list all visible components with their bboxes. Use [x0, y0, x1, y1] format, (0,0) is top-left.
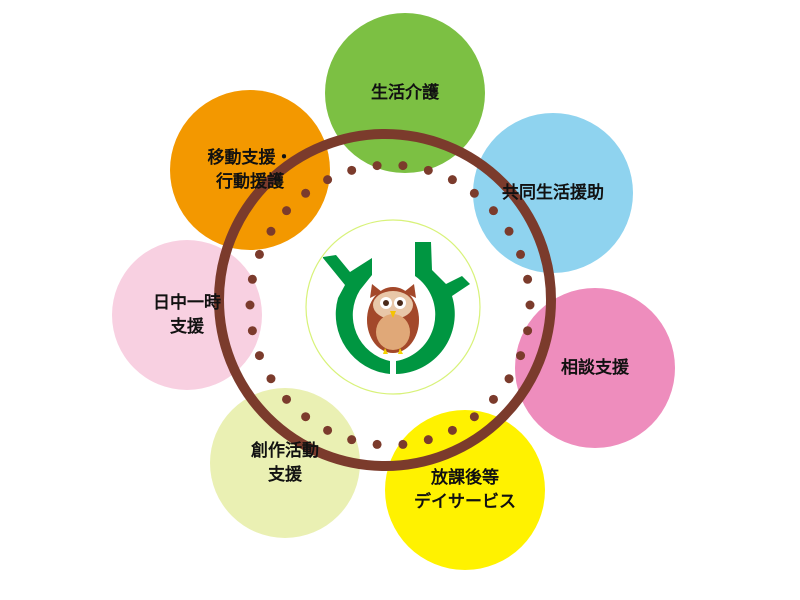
- ring-dot: [469, 188, 479, 198]
- outer-ring: [214, 129, 556, 471]
- service-bubble: [210, 388, 360, 538]
- service-label-line: 生活介護: [371, 83, 439, 103]
- ring-dot: [301, 188, 311, 198]
- ring-dot: [282, 394, 292, 404]
- ring-dot: [266, 374, 276, 384]
- ring-dot: [323, 175, 333, 185]
- ring-dot: [372, 439, 382, 449]
- ring-dot: [347, 435, 357, 445]
- service-label: 放課後等デイサービス: [414, 466, 516, 514]
- service-label-line: デイサービス: [414, 492, 516, 512]
- ring-dot: [504, 226, 514, 236]
- ring-dot: [266, 226, 276, 236]
- ring-dot: [423, 435, 433, 445]
- ring-dot: [247, 274, 257, 284]
- ring-dot: [523, 326, 533, 336]
- ring-dot: [516, 249, 526, 259]
- ring-dot: [447, 425, 457, 435]
- ring-dot: [516, 351, 526, 361]
- service-label: 移動支援・行動援護: [208, 146, 293, 194]
- ring-dot: [504, 374, 514, 384]
- service-label-line: 行動援護: [216, 172, 284, 192]
- service-label: 相談支援: [561, 356, 629, 380]
- ring-dot: [469, 412, 479, 422]
- ring-dot: [523, 274, 533, 284]
- service-label: 共同生活援助: [502, 181, 604, 205]
- owl-icon: [367, 284, 419, 354]
- service-label-line: 創作活動: [251, 441, 319, 461]
- logo-symbol: [323, 242, 470, 374]
- ring-dot: [447, 175, 457, 185]
- ring-dot: [488, 394, 498, 404]
- service-bubble: [515, 288, 675, 448]
- ring-dot: [282, 206, 292, 216]
- ring-dot: [525, 300, 535, 310]
- service-label-line: 相談支援: [561, 358, 629, 378]
- ring-dot: [301, 412, 311, 422]
- ring-dot: [254, 351, 264, 361]
- ring-dot: [398, 439, 408, 449]
- ring-dot: [398, 161, 408, 171]
- ring-dot: [372, 161, 382, 171]
- service-label-line: 移動支援・: [207, 148, 293, 168]
- service-label-line: 支援: [170, 317, 204, 337]
- dotted-ring: [245, 161, 535, 449]
- ring-dot: [254, 249, 264, 259]
- service-label: 生活介護: [371, 81, 439, 105]
- service-label: 日中一時支援: [153, 291, 221, 339]
- service-bubble: [385, 410, 545, 570]
- ring-dot: [247, 326, 257, 336]
- ring-dot: [488, 206, 498, 216]
- ring-dot: [323, 425, 333, 435]
- center-logo: [305, 219, 481, 395]
- ring-dot: [245, 300, 255, 310]
- service-label-line: 共同生活援助: [502, 183, 604, 203]
- service-label-line: 支援: [268, 465, 302, 485]
- ring-dot: [347, 165, 357, 175]
- service-label-line: 日中一時: [153, 293, 221, 313]
- service-label: 創作活動支援: [251, 439, 319, 487]
- ring-dot: [423, 165, 433, 175]
- service-label-line: 放課後等: [431, 468, 499, 488]
